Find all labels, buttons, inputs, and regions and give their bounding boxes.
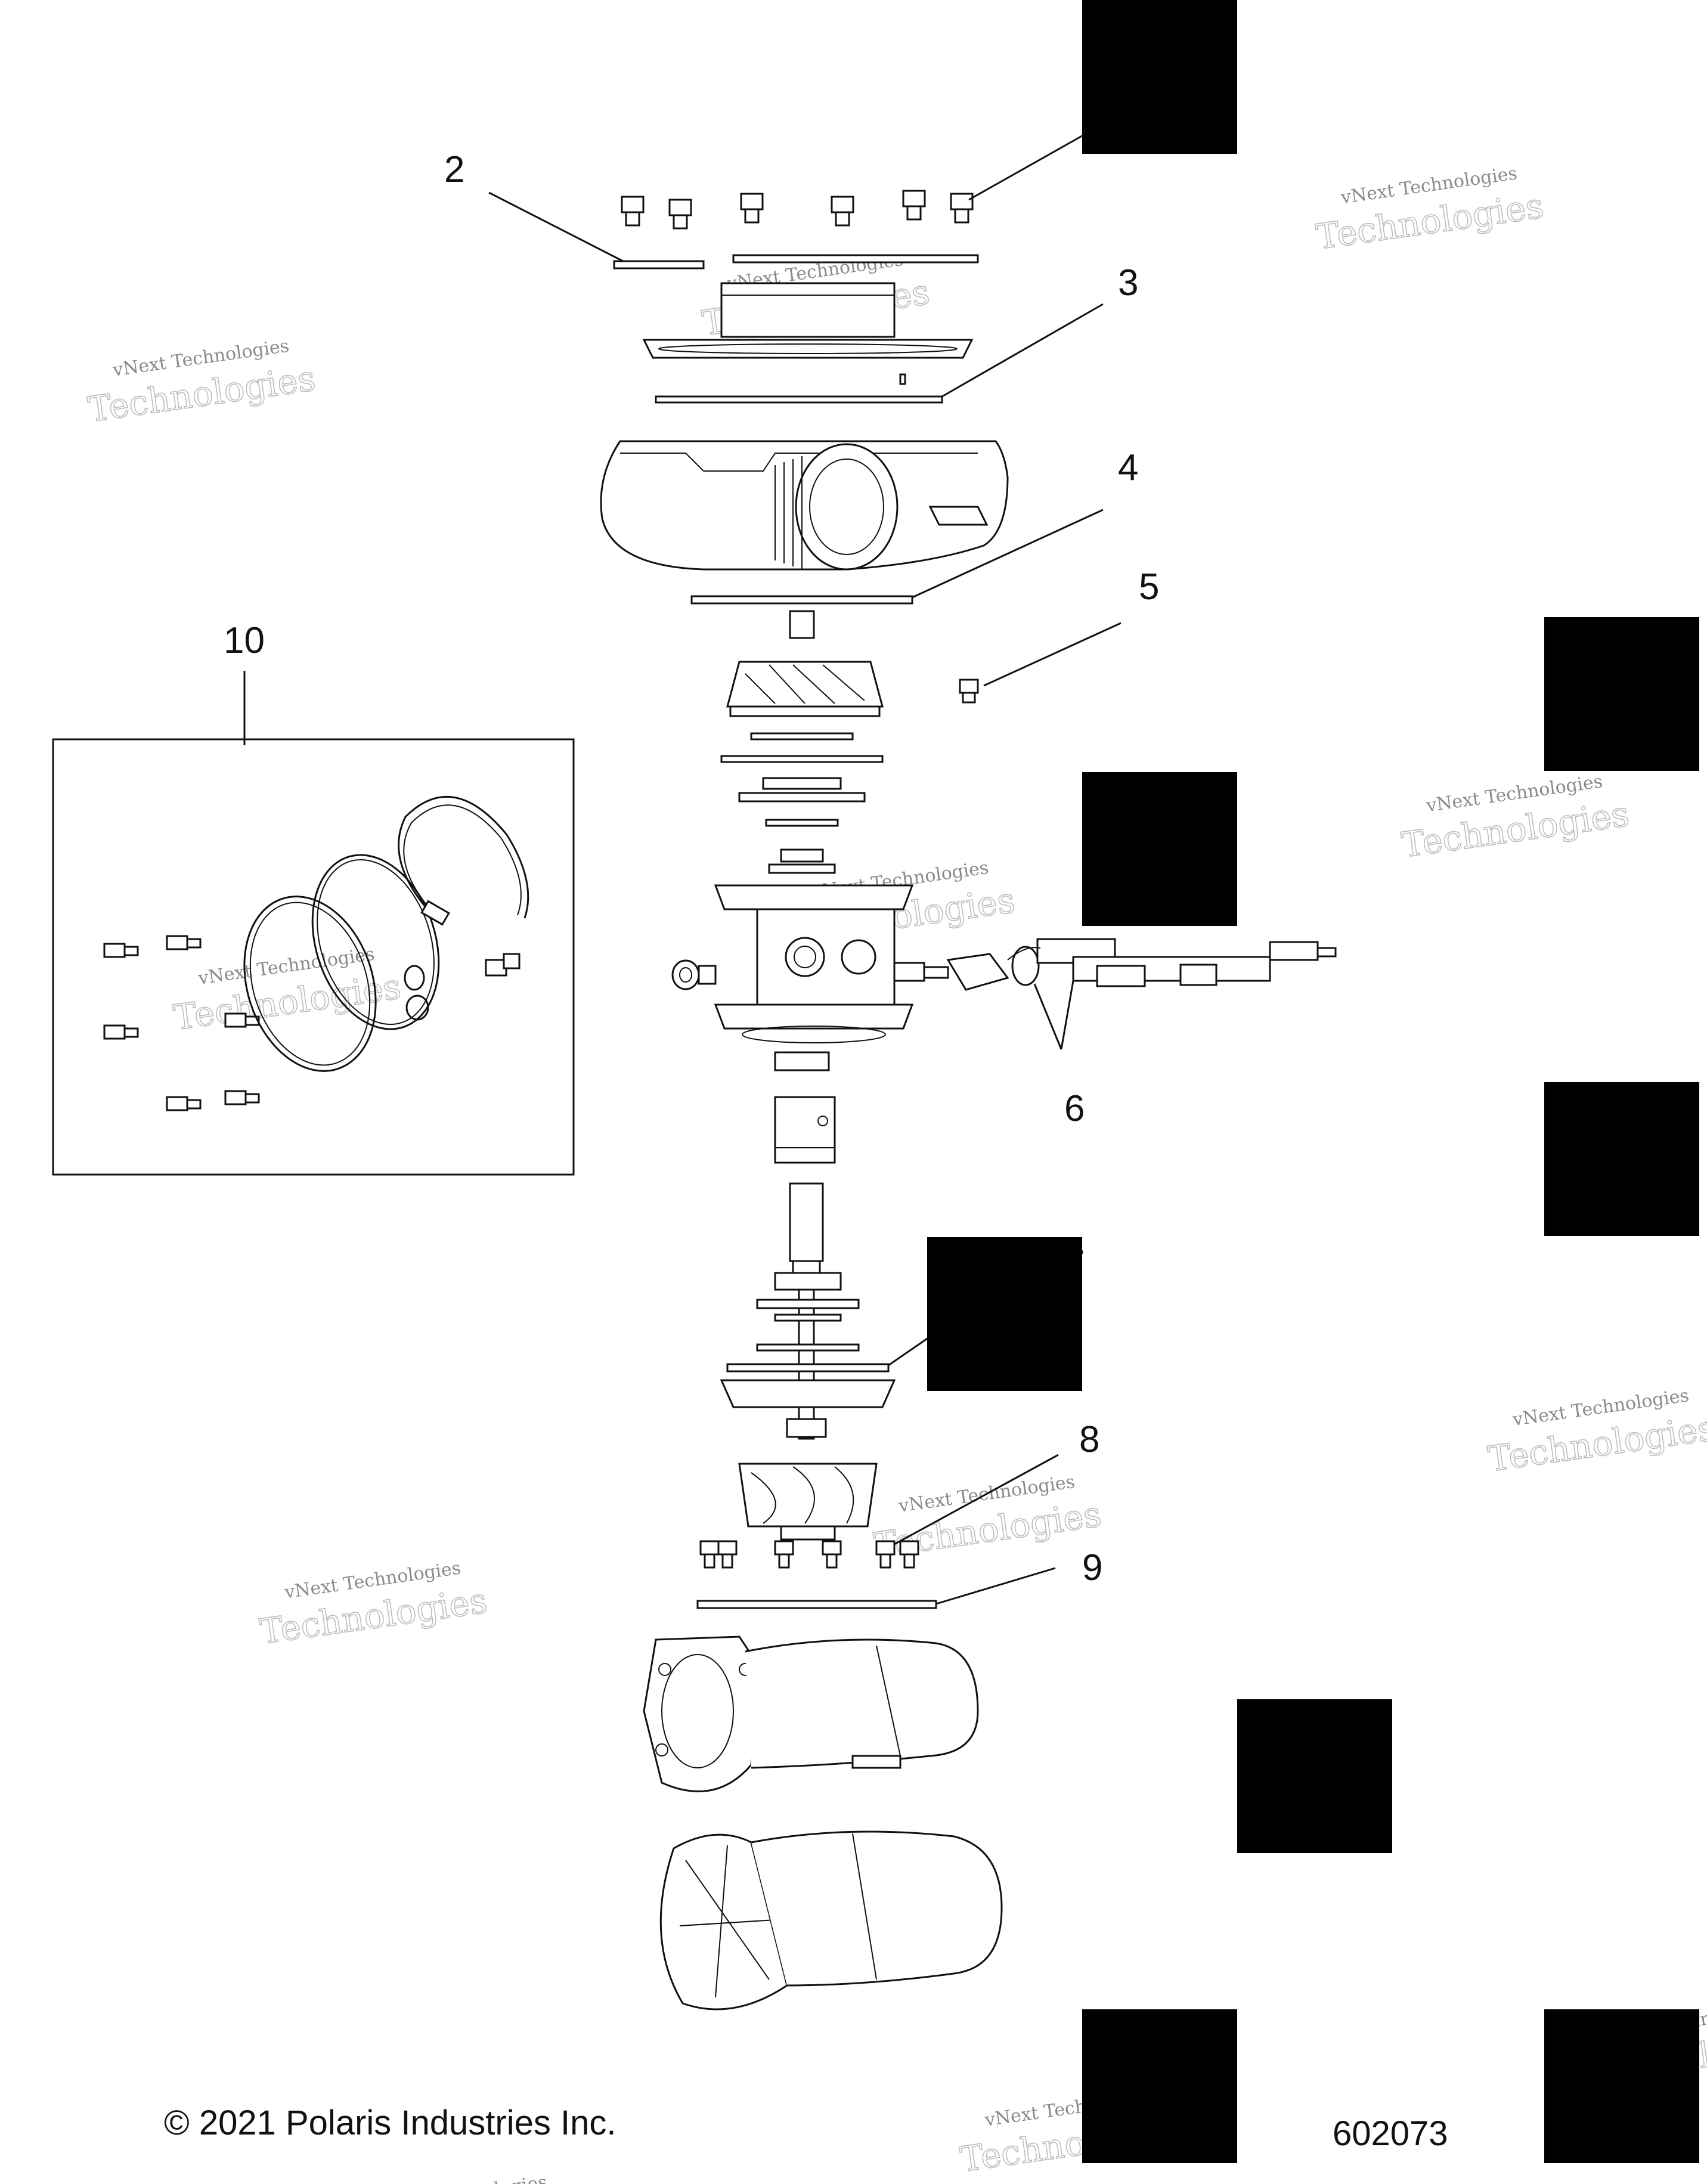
- watermark: vNext Technologies Technologies: [1313, 163, 1547, 258]
- redaction-block: [1544, 2009, 1699, 2163]
- callout-10: 10: [224, 620, 265, 661]
- clamp-plates: [613, 254, 979, 269]
- exhaust-elbow: [659, 1830, 1003, 2010]
- watermark: vNext Technologies Technologies: [1485, 1385, 1707, 1480]
- redaction-block: [927, 1237, 1082, 1391]
- watermark: vNext Technologies Technologies: [369, 2171, 549, 2184]
- bolt: [717, 1540, 738, 1569]
- bushing: [774, 1051, 836, 1164]
- oil-line-assembly: [893, 938, 1337, 991]
- callout-4: 4: [1118, 447, 1138, 488]
- callout-2: 2: [444, 149, 464, 190]
- bolt: [875, 1540, 896, 1569]
- o-ring-large: [311, 854, 440, 1030]
- bolt: [899, 1540, 919, 1569]
- callout-8: 8: [1079, 1419, 1099, 1460]
- bolt: [668, 199, 692, 230]
- callouts: 2 3 4 5 6 7 8 9 10: [224, 149, 1159, 1588]
- turbine-shaft: [720, 1182, 896, 1541]
- bolt: [621, 196, 645, 227]
- bolt: [774, 1540, 794, 1569]
- bolt: [902, 190, 926, 221]
- center-bearing-housing: [671, 884, 914, 1043]
- copyright-text: © 2021 Polaris Industries Inc.: [164, 2104, 616, 2142]
- kit-bolt: [103, 943, 139, 958]
- bolt: [699, 1540, 720, 1569]
- compressor-cover-cap: [642, 282, 974, 359]
- callout-3: 3: [1118, 262, 1138, 303]
- redaction-block: [1082, 0, 1237, 154]
- callout-6: 6: [1064, 1088, 1085, 1129]
- lower-bolts: [699, 1540, 919, 1569]
- callout-5: 5: [1139, 566, 1159, 608]
- gasket: [690, 595, 913, 605]
- redaction-block: [1082, 772, 1237, 926]
- snap-ring: [398, 795, 529, 926]
- compressor-housing: [600, 440, 1009, 571]
- watermark: vNext Technologies Technologies: [1399, 771, 1632, 866]
- o-ring-large: [243, 896, 377, 1072]
- seal-rings: [720, 732, 884, 874]
- kit-bolt: [166, 1096, 202, 1111]
- kit-bolt: [103, 1024, 139, 1040]
- bolt: [822, 1540, 842, 1569]
- gasket: [655, 373, 943, 404]
- top-bolts: [621, 190, 974, 230]
- gasket: [696, 1600, 937, 1609]
- bolt: [950, 193, 974, 224]
- watermark-small: vNext Technologies: [369, 2171, 549, 2184]
- callout-9: 9: [1082, 1547, 1102, 1588]
- redaction-block: [1082, 2009, 1237, 2163]
- kit-bolt: [166, 935, 202, 950]
- watermark: vNext Technologies Technologies: [85, 336, 318, 430]
- small-o-rings: [404, 965, 429, 1021]
- bolt: [831, 196, 854, 227]
- bolt: [959, 679, 979, 704]
- plug: [671, 959, 717, 990]
- compressor-wheel: [726, 610, 884, 717]
- diagram-number: 602073: [1333, 2114, 1448, 2153]
- gasket-kit-box: [52, 738, 575, 1176]
- kit-bolt: [224, 1090, 260, 1105]
- redaction-block: [1544, 1082, 1699, 1236]
- redaction-block: [1237, 1699, 1392, 1853]
- kit-plug: [485, 953, 521, 977]
- turbine-outlet-housing: [643, 1635, 979, 1793]
- kit-bolt: [224, 1012, 260, 1028]
- redaction-block: [1544, 617, 1699, 771]
- bolt: [740, 193, 764, 224]
- watermark: vNext Technologies Technologies: [257, 1558, 490, 1653]
- redaction-blocks: [927, 0, 1699, 2163]
